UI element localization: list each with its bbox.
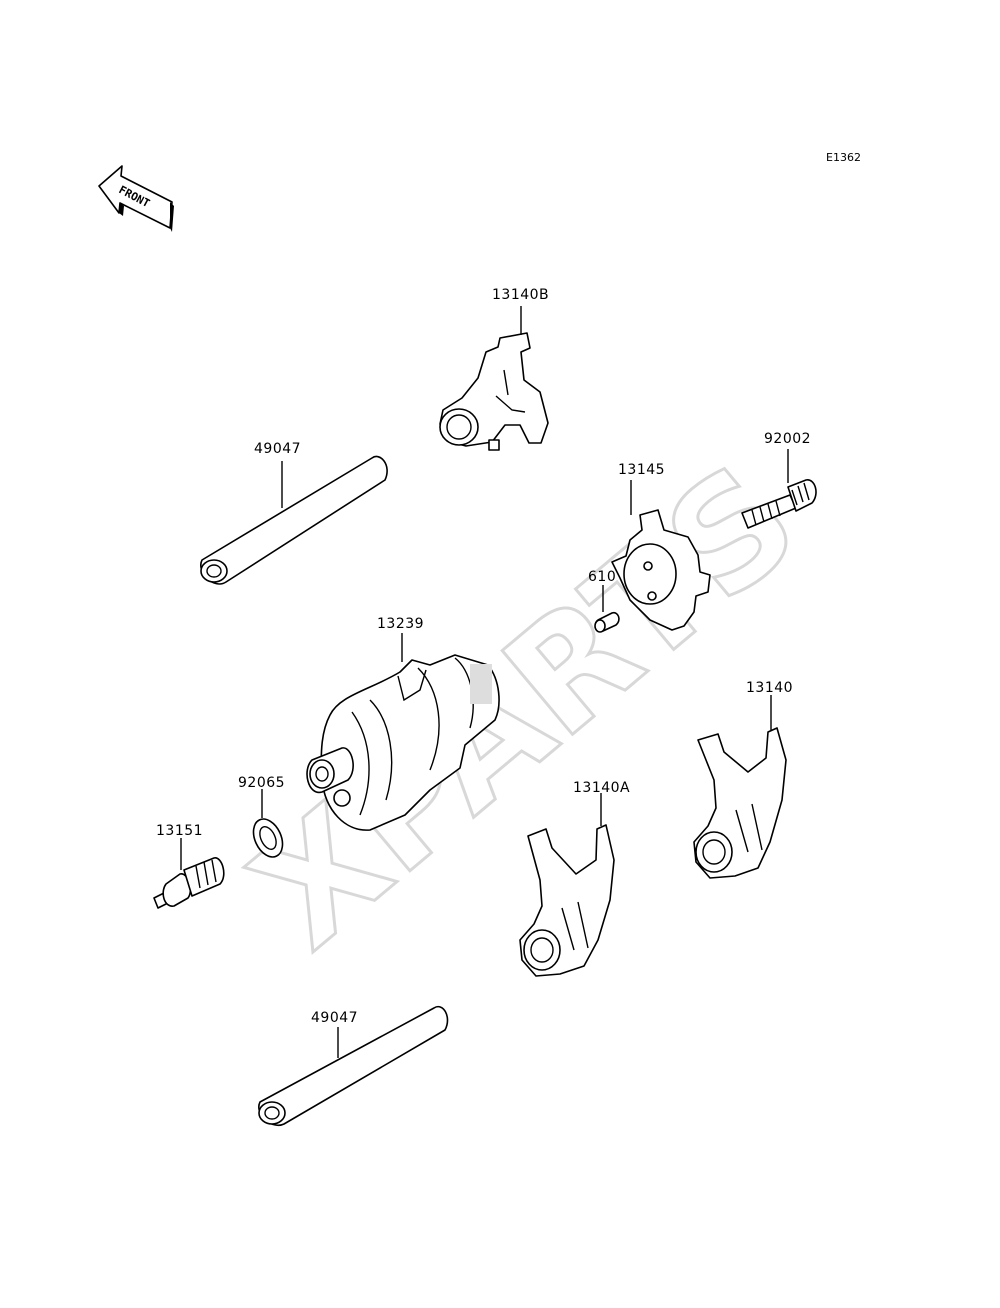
bolt-part[interactable] <box>741 479 817 529</box>
reference-code: E1362 <box>826 151 861 164</box>
shift-rod-lower-part[interactable] <box>258 1005 449 1127</box>
front-arrow-icon: FRONT <box>98 165 174 232</box>
part-number-shift-fork-b: 13140B <box>492 287 549 303</box>
shift-fork-a-part[interactable] <box>519 824 615 977</box>
part-number-neutral-switch: 13151 <box>156 823 203 839</box>
part-number-shift-rod-upper: 49047 <box>254 441 301 457</box>
shift-fork-part[interactable] <box>693 727 787 879</box>
pin-part[interactable] <box>594 611 620 633</box>
part-number-shift-fork: 13140 <box>746 680 793 696</box>
part-number-shift-drum: 13239 <box>377 616 424 632</box>
part-number-shift-rod-lower: 49047 <box>311 1010 358 1026</box>
part-number-pin: 610 <box>588 569 616 585</box>
neutral-switch-part[interactable] <box>153 857 225 909</box>
part-number-washer: 92065 <box>238 775 285 791</box>
washer-part[interactable] <box>248 814 288 861</box>
shift-drum-part[interactable] <box>306 654 500 831</box>
part-number-gear-drum-cam: 13145 <box>618 462 665 478</box>
shift-fork-b-part[interactable] <box>439 332 549 451</box>
part-number-bolt: 92002 <box>764 431 811 447</box>
gear-drum-cam-part[interactable] <box>611 509 711 631</box>
part-number-shift-fork-a: 13140A <box>573 780 630 796</box>
shift-rod-upper-part[interactable] <box>200 455 388 585</box>
